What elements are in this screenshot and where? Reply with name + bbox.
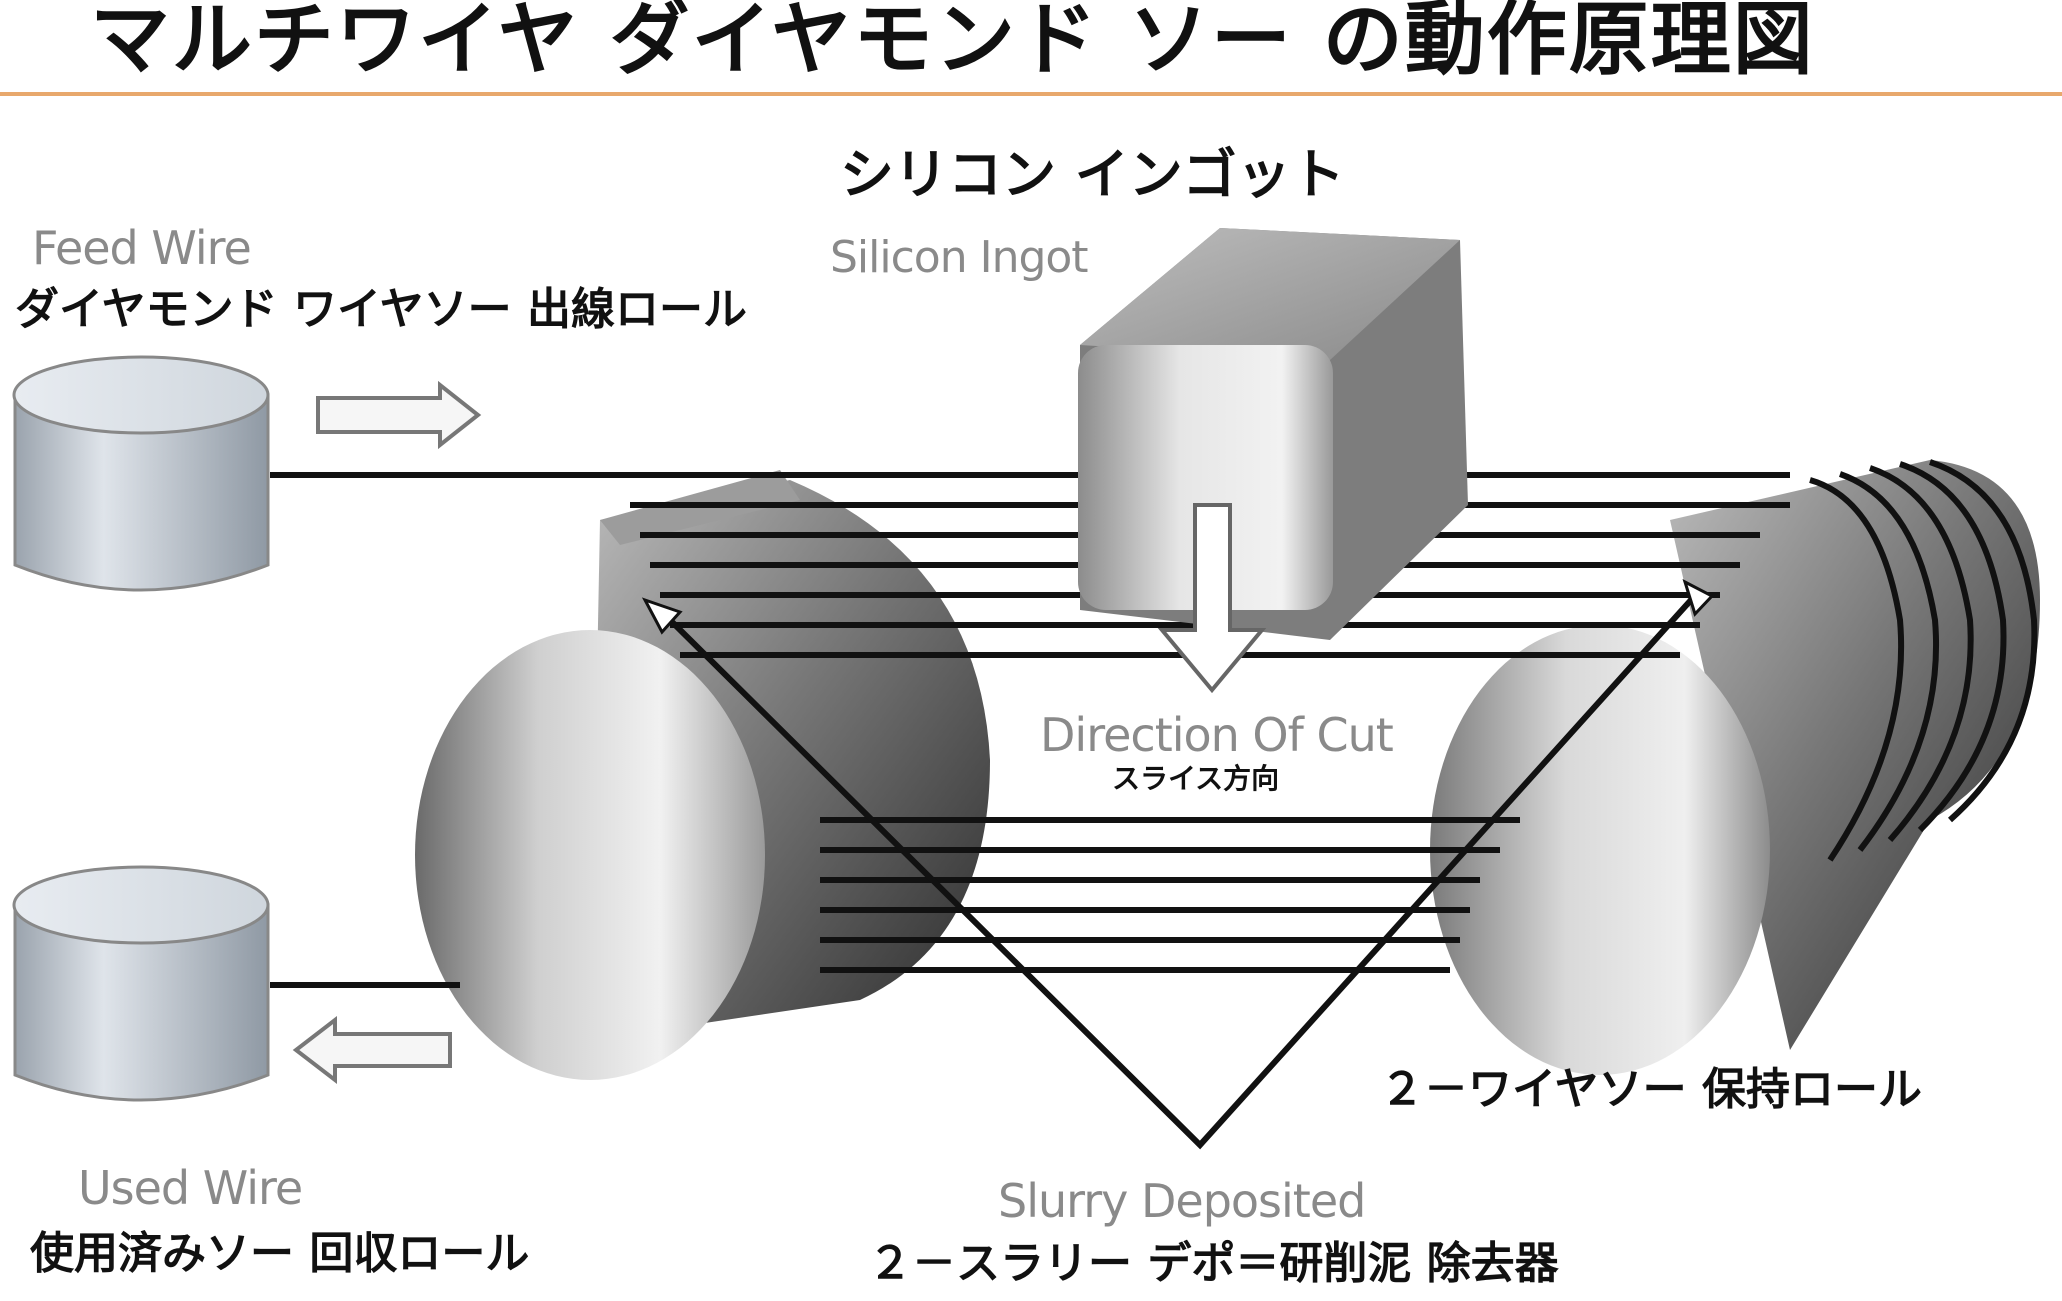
ingot-label-jp: シリコン インゴット <box>840 148 1345 202</box>
holding-roller-label: ２－ワイヤソー 保持ロール <box>1380 1068 1922 1112</box>
left-roller-end-face <box>415 630 765 1080</box>
ingot-label-en: Silicon Ingot <box>830 236 1088 280</box>
silicon-ingot <box>1078 228 1468 640</box>
feed-wire-label-en: Feed Wire <box>32 225 251 271</box>
cut-direction-label-jp: スライス方向 <box>1112 765 1279 793</box>
right-holding-roller <box>1430 460 2040 1075</box>
slurry-label-en: Slurry Deposited <box>998 1178 1365 1224</box>
used-wire-label-en: Used Wire <box>78 1165 302 1211</box>
feed-wire-label-jp: ダイヤモンド ワイヤソー 出線ロール <box>15 288 747 332</box>
used-wire-label-jp: 使用済みソー 回収ロール <box>30 1232 529 1276</box>
left-drive-roller <box>415 470 990 1080</box>
feed-arrow-icon <box>318 385 478 445</box>
cut-direction-label-en: Direction Of Cut <box>1040 712 1393 758</box>
slurry-label-jp: ２－スラリー デポ＝研削泥 除去器 <box>868 1242 1559 1286</box>
used-wire-spool <box>14 867 268 1100</box>
feed-wire-spool <box>14 357 268 590</box>
used-arrow-icon <box>296 1020 450 1080</box>
